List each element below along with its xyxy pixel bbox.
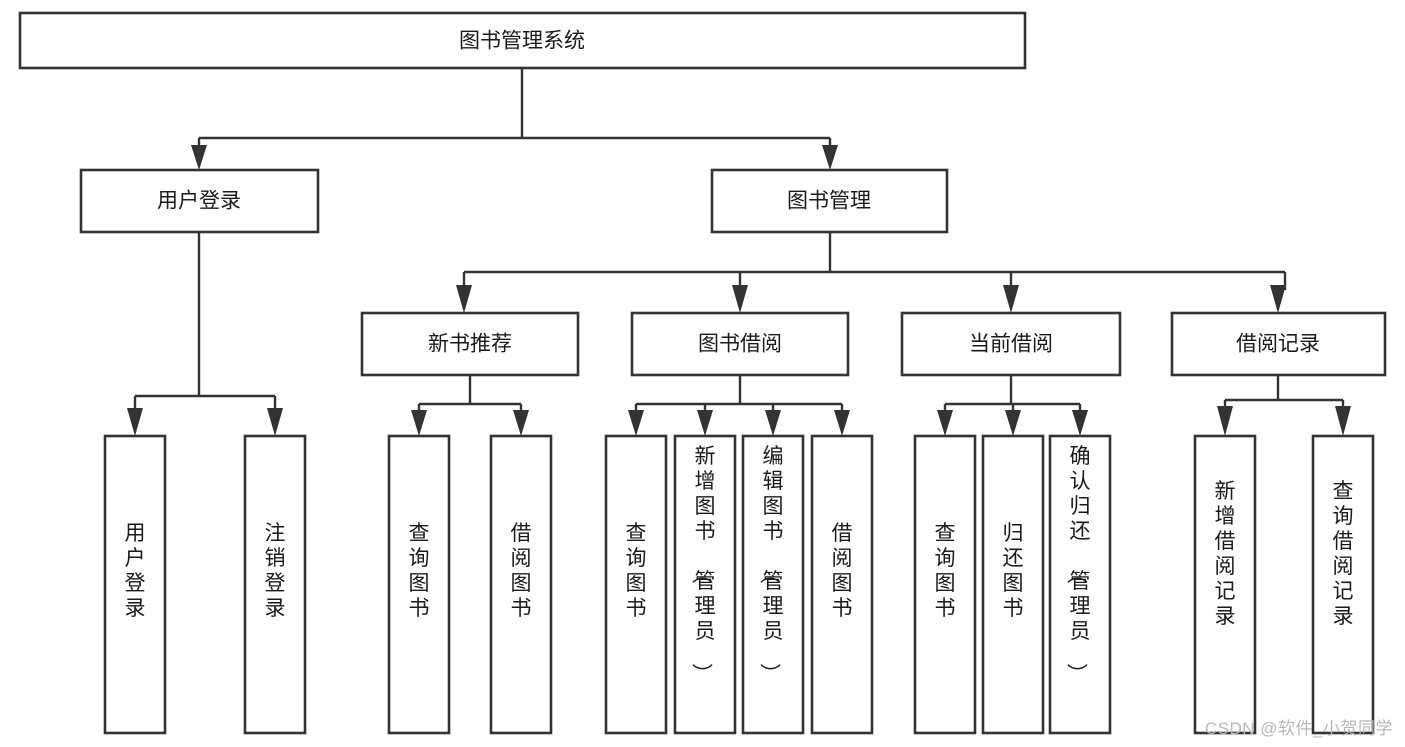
node-leaf-query-book-3-rect[interactable] xyxy=(913,434,977,735)
node-leaf-borrow-book-2-label: 借阅图书 xyxy=(832,522,853,620)
connector-group-new-book-recommend xyxy=(411,375,529,436)
arrow-head-leaf-user-login xyxy=(127,408,143,436)
node-leaf-edit-book-admin-label: 编辑图书（管理员） xyxy=(758,445,784,684)
node-root-rect[interactable] xyxy=(18,11,1027,70)
node-leaf-user-login-label: 用户登录 xyxy=(125,522,146,620)
node-borrow-record[interactable]: 借阅记录 xyxy=(1170,311,1387,377)
node-leaf-user-login-rect[interactable] xyxy=(103,434,167,735)
arrow-head-book-manage xyxy=(822,145,838,170)
node-leaf-add-borrow-record-label: 新增借阅记录 xyxy=(1215,480,1236,628)
node-leaf-borrow-book-1-label: 借阅图书 xyxy=(511,522,532,620)
node-leaf-add-book-admin-rect[interactable] xyxy=(673,434,737,735)
node-current-borrow-label: 当前借阅 xyxy=(969,333,1053,356)
node-leaf-logout-login[interactable]: 注销登录 xyxy=(243,434,307,735)
connector-group-user-login xyxy=(127,232,283,436)
connector-group-book-manage xyxy=(456,232,1287,313)
arrow-head-leaf-add-book-admin xyxy=(697,410,713,436)
arrow-head-leaf-logout-login xyxy=(267,408,283,436)
node-borrow-record-label: 借阅记录 xyxy=(1236,333,1320,356)
connector-group-book-borrow xyxy=(628,375,850,436)
arrow-head-user-login xyxy=(191,145,207,170)
arrow-head-leaf-query-book-2 xyxy=(628,410,644,436)
arrow-head-leaf-query-borrow-record xyxy=(1335,406,1351,436)
node-leaf-borrow-book-1[interactable]: 借阅图书 xyxy=(489,434,553,735)
node-leaf-edit-book-admin[interactable]: 编辑图书（管理员） xyxy=(741,434,805,735)
node-leaf-add-book-admin[interactable]: 新增图书（管理员） xyxy=(673,434,737,735)
arrow-head-leaf-borrow-book-1 xyxy=(513,410,529,436)
node-leaf-query-book-3[interactable]: 查询图书 xyxy=(913,434,977,735)
node-leaf-return-book-rect[interactable] xyxy=(981,434,1045,735)
node-root[interactable]: 图书管理系统 xyxy=(18,11,1027,70)
node-book-manage-label: 图书管理 xyxy=(787,190,871,213)
node-root-label: 图书管理系统 xyxy=(459,30,585,53)
connector-group-borrow-record xyxy=(1217,375,1351,436)
arrow-head-borrow-record xyxy=(1270,285,1286,313)
node-leaf-query-book-3-label: 查询图书 xyxy=(935,522,956,620)
node-leaf-query-book-1[interactable]: 查询图书 xyxy=(387,434,451,735)
node-leaf-query-book-2-rect[interactable] xyxy=(604,434,668,735)
node-book-borrow-rect[interactable] xyxy=(630,311,850,377)
node-leaf-borrow-book-2[interactable]: 借阅图书 xyxy=(810,434,874,735)
node-leaf-query-borrow-record-label: 查询借阅记录 xyxy=(1333,480,1354,628)
arrow-head-book-borrow xyxy=(732,285,748,313)
node-leaf-query-book-1-rect[interactable] xyxy=(387,434,451,735)
node-user-login-rect[interactable] xyxy=(79,168,320,234)
node-current-borrow[interactable]: 当前借阅 xyxy=(900,311,1122,377)
node-leaf-query-book-2[interactable]: 查询图书 xyxy=(604,434,668,735)
arrow-head-current-borrow xyxy=(1003,285,1019,313)
node-user-login-label: 用户登录 xyxy=(157,190,241,213)
node-new-book-recommend[interactable]: 新书推荐 xyxy=(360,311,580,377)
node-leaf-logout-login-label: 注销登录 xyxy=(265,522,286,620)
node-borrow-record-rect[interactable] xyxy=(1170,311,1387,377)
arrow-head-leaf-add-borrow-record xyxy=(1217,406,1233,436)
node-leaf-query-borrow-record[interactable]: 查询借阅记录 xyxy=(1311,434,1375,735)
node-book-manage-rect[interactable] xyxy=(710,168,949,234)
node-leaf-logout-login-rect[interactable] xyxy=(243,434,307,735)
arrow-head-leaf-confirm-return-admin xyxy=(1072,410,1088,436)
node-leaf-return-book-label: 归还图书 xyxy=(1003,522,1024,620)
arrow-head-leaf-query-book-1 xyxy=(411,410,427,436)
node-leaf-confirm-return-admin-rect[interactable] xyxy=(1048,434,1112,735)
node-leaf-query-borrow-record-rect[interactable] xyxy=(1311,434,1375,735)
node-leaf-add-book-admin-label: 新增图书（管理员） xyxy=(690,445,716,684)
node-leaf-borrow-book-2-rect[interactable] xyxy=(810,434,874,735)
node-user-login[interactable]: 用户登录 xyxy=(79,168,320,234)
node-new-book-recommend-rect[interactable] xyxy=(360,311,580,377)
node-book-borrow-label: 图书借阅 xyxy=(698,333,782,356)
arrow-head-leaf-borrow-book-2 xyxy=(834,410,850,436)
node-leaf-user-login[interactable]: 用户登录 xyxy=(103,434,167,735)
arrow-head-leaf-return-book xyxy=(1005,410,1021,436)
node-leaf-borrow-book-1-rect[interactable] xyxy=(489,434,553,735)
node-book-borrow[interactable]: 图书借阅 xyxy=(630,311,850,377)
node-leaf-edit-book-admin-rect[interactable] xyxy=(741,434,805,735)
node-current-borrow-rect[interactable] xyxy=(900,311,1122,377)
node-leaf-return-book[interactable]: 归还图书 xyxy=(981,434,1045,735)
arrow-head-leaf-edit-book-admin xyxy=(765,410,781,436)
node-leaf-query-book-1-label: 查询图书 xyxy=(409,522,430,620)
connector-group-current-borrow xyxy=(937,375,1088,436)
connector-group-root xyxy=(191,68,838,170)
node-new-book-recommend-label: 新书推荐 xyxy=(428,333,512,356)
node-leaf-confirm-return-admin[interactable]: 确认归还（管理员） xyxy=(1048,434,1112,735)
node-leaf-query-book-2-label: 查询图书 xyxy=(626,522,647,620)
node-book-manage[interactable]: 图书管理 xyxy=(710,168,949,234)
arrow-head-leaf-query-book-3 xyxy=(937,410,953,436)
arrow-head-new-book-recommend xyxy=(456,285,472,313)
csdn-watermark: CSDN @软件_小贺同学 xyxy=(1204,719,1393,738)
node-leaf-add-borrow-record[interactable]: 新增借阅记录 xyxy=(1193,434,1257,735)
node-leaf-confirm-return-admin-label: 确认归还（管理员） xyxy=(1065,445,1091,684)
node-leaf-add-borrow-record-rect[interactable] xyxy=(1193,434,1257,735)
